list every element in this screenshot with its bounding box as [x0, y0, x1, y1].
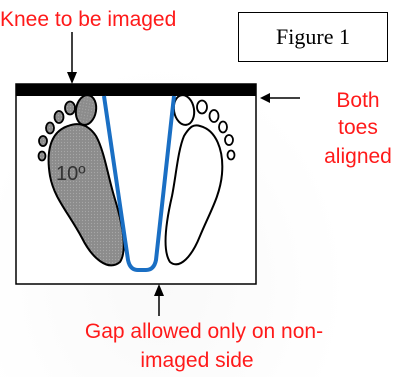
gap-label-line-2: imaged side — [87, 349, 307, 373]
arrow-left-icon — [260, 93, 300, 103]
arrow-down-icon — [67, 32, 77, 84]
gap-label-line-1: Gap allowed only on non- — [59, 320, 349, 344]
arrow-up-icon — [154, 284, 164, 316]
alignment-bar — [16, 84, 256, 96]
angle-label: 10º — [56, 163, 86, 185]
both-label: Both — [328, 89, 388, 113]
figure-label: Figure 1 — [238, 12, 388, 62]
toes-label: toes — [325, 116, 391, 140]
aligned-label: aligned — [314, 145, 401, 169]
knee-label: Knee to be imaged — [0, 8, 176, 32]
